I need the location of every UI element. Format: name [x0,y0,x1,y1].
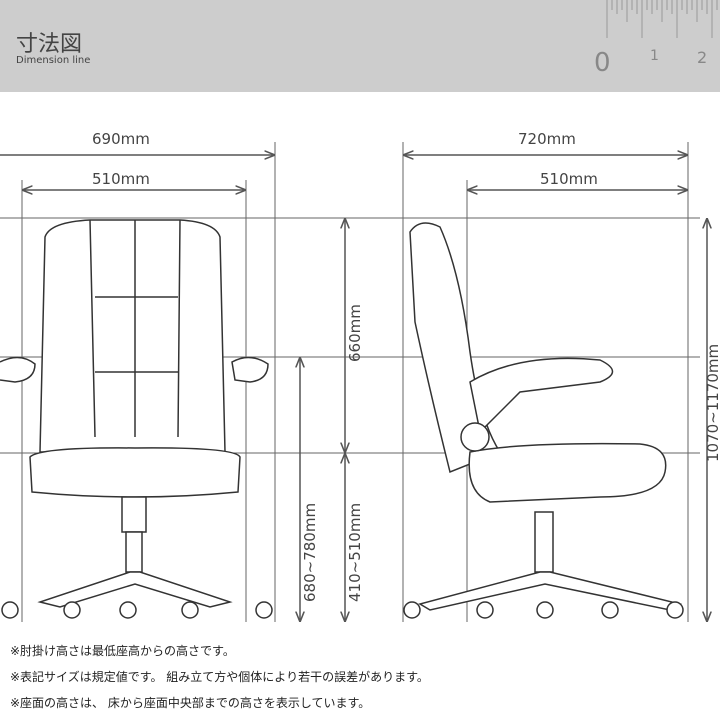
note-seat-height: ※座面の高さは、 床から座面中央部までの高さを表示しています。 [10,696,371,710]
label-back-height: 660mm [346,304,364,362]
chair-front-view [0,219,273,619]
label-total-height: 1070~1170mm [704,344,720,462]
label-side-seat-depth: 510mm [540,170,598,188]
label-seat-height: 410~510mm [346,503,364,602]
label-armrest-height: 680~780mm [301,503,319,602]
ruler-label-2: 2 [697,48,708,67]
label-front-seat-width: 510mm [92,170,150,188]
note-size-tolerance: ※表記サイズは規定値です。 組み立て方や個体により若干の誤差があります。 [10,670,429,684]
page-subtitle: Dimension line [16,55,91,66]
dimension-drawing: 690mm 510mm 720mm 510mm 660mm 680~780mm … [0,130,720,622]
label-side-depth: 720mm [518,130,576,148]
page-title: 寸法図 [16,32,83,57]
ruler-label-1: 1 [650,48,659,64]
label-front-width: 690mm [92,130,150,148]
header-banner: 寸法図 Dimension line 0 1 2 [0,0,720,92]
chair-side-view [403,222,684,619]
note-armrest-height: ※肘掛け高さは最低座高からの高さです。 [10,644,235,658]
ruler-label-0: 0 [594,48,611,78]
ruler-icon [606,0,718,38]
